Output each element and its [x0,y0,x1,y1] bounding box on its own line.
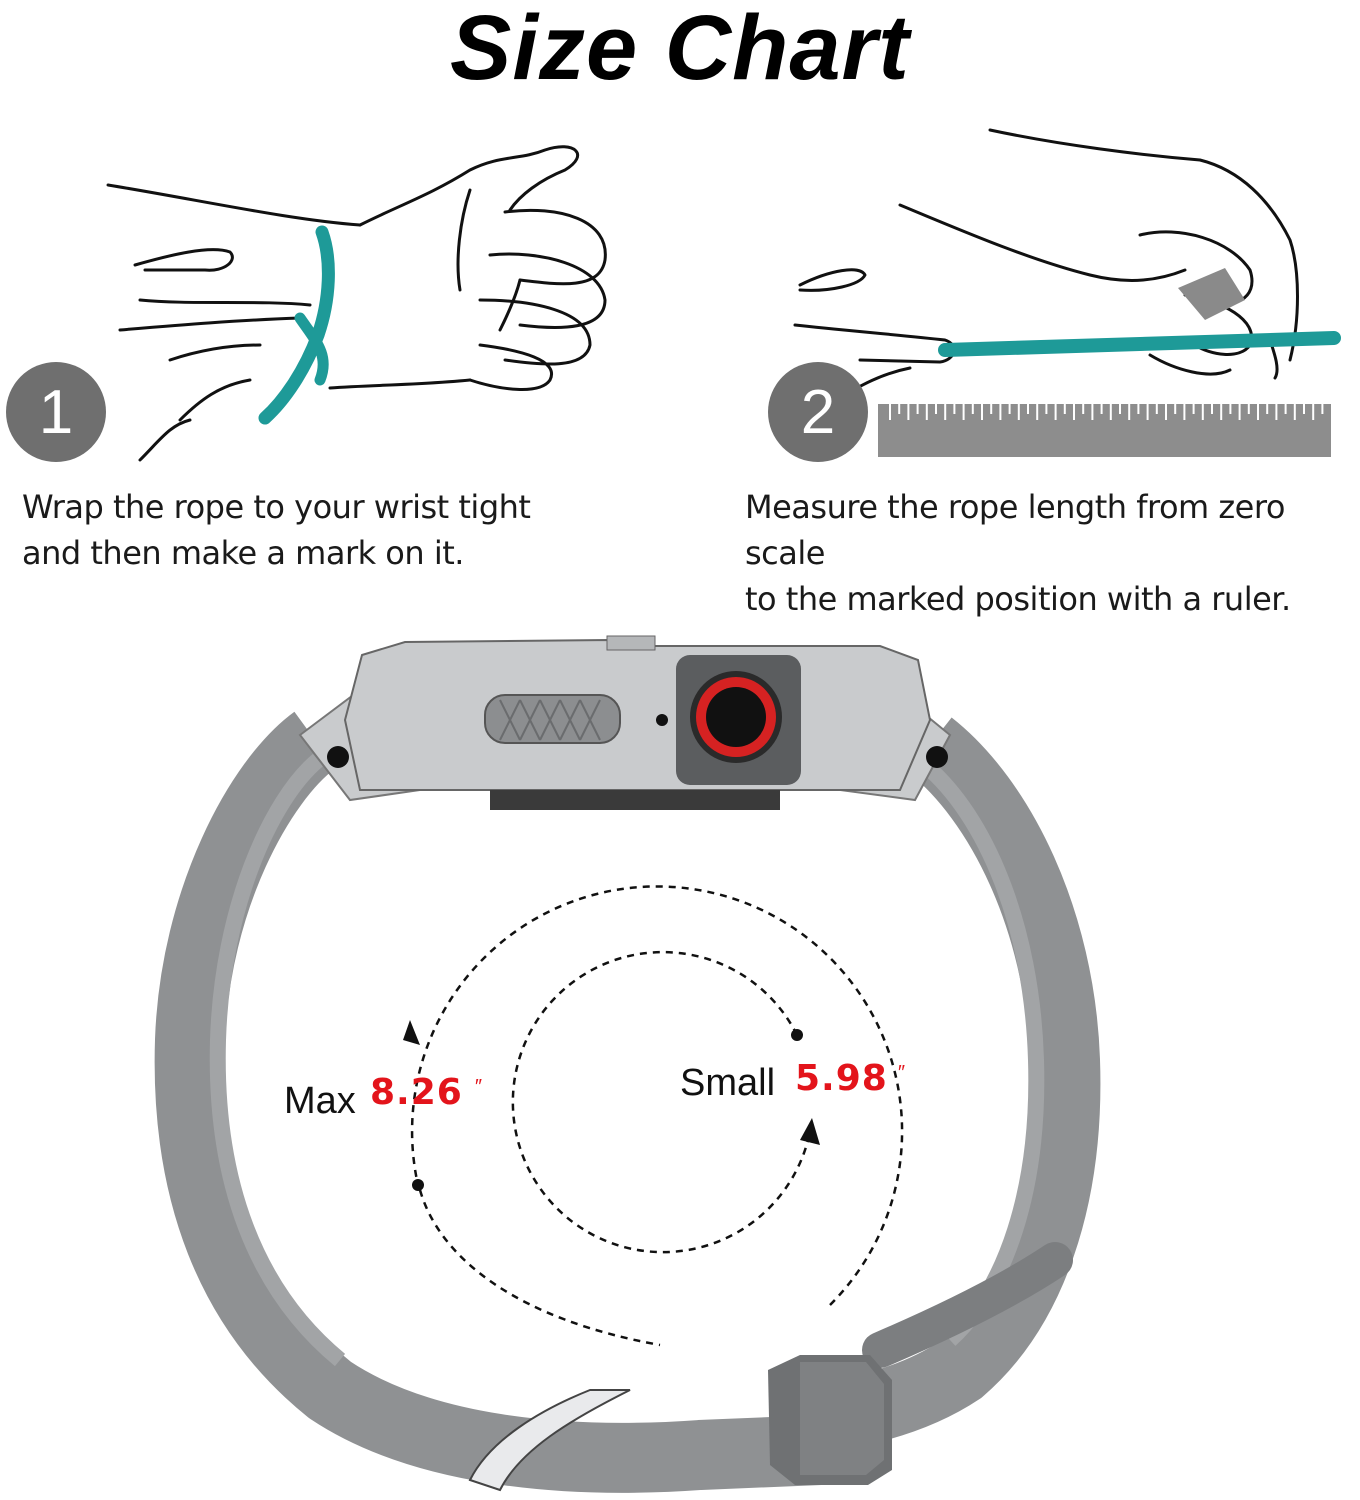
watch-illustration [154,635,1101,1493]
small-size-value: 5.98 [795,1058,888,1099]
page-title: Size Chart [450,0,910,99]
max-size-value: 8.26 [370,1072,463,1113]
side-button [484,694,621,744]
small-circumference-arrow [511,950,810,1254]
max-size-unit: ″ [474,1076,482,1098]
small-size-unit: ″ [897,1062,905,1084]
wrist-hand-illustration [106,145,607,462]
rope-2 [938,331,1341,357]
step-1-caption-line-2: and then make a mark on it. [22,534,464,572]
step-2-badge: 2 [768,362,868,462]
step-1-badge: 1 [6,362,106,462]
rope-1 [258,225,335,425]
max-size-label: Max [284,1080,356,1122]
step-2-caption-line-1: Measure the rope length from zero scale [745,488,1285,572]
step-1-caption: Wrap the rope to your wrist tight and th… [22,484,582,576]
ruler [878,404,1331,457]
step-2-caption-line-2: to the marked position with a ruler. [745,580,1291,618]
step-1-caption-line-1: Wrap the rope to your wrist tight [22,488,531,526]
max-circumference-arrow [410,885,904,1347]
small-size-label: Small [680,1062,776,1104]
step-2-caption: Measure the rope length from zero scale … [745,484,1360,622]
